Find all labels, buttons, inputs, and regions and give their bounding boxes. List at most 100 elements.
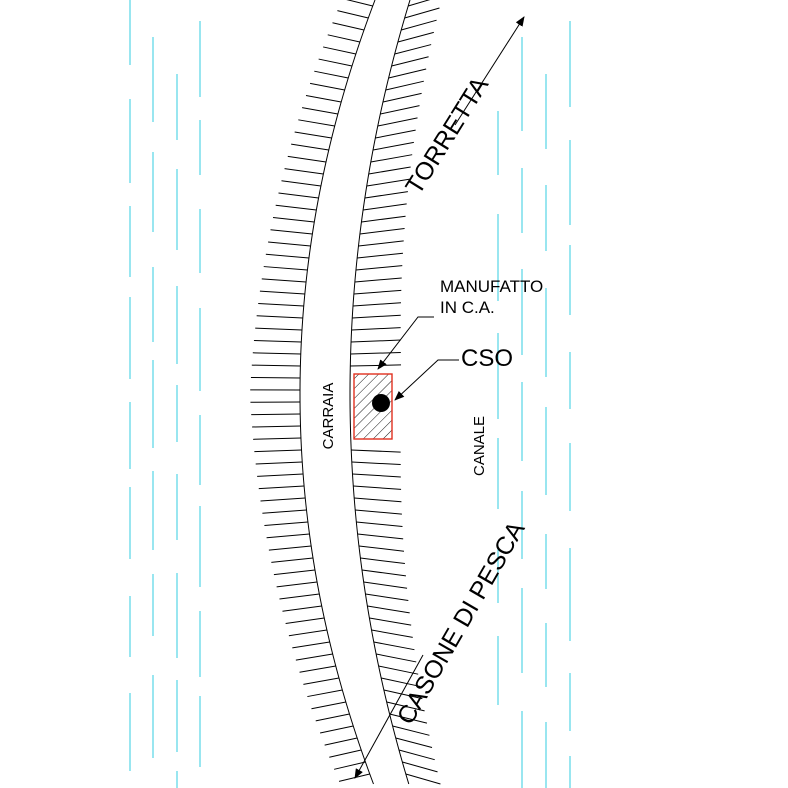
embankment-tick [314, 70, 349, 79]
embankment-tick [332, 22, 365, 31]
embankment-tick [377, 117, 418, 127]
road-edge-right [349, 0, 411, 785]
embankment-tick [363, 203, 407, 211]
embankment-tick [366, 178, 410, 187]
label-manufatto-line1: MANUFATTO [440, 277, 543, 296]
embankment-tick [282, 605, 322, 612]
embankment-tick [370, 154, 413, 163]
embankment-tick [404, 7, 440, 19]
embankment-tick [315, 713, 350, 722]
label-cso: CSO [461, 345, 513, 372]
water-lines-left [129, 0, 201, 788]
embankment-tick [350, 364, 402, 367]
embankment-tick [382, 92, 422, 103]
embankment-tick [279, 593, 320, 600]
embankment-tick [367, 605, 410, 614]
embankment-tick [329, 749, 362, 758]
embankment-tick [254, 449, 302, 453]
embankment-tick [260, 497, 306, 502]
embankment-tick [253, 339, 302, 343]
embankment-tick [261, 278, 307, 283]
manufatto-leader-line [377, 316, 434, 370]
embankment-tick [353, 485, 402, 490]
embankment-tick [257, 473, 304, 477]
embankment-tick [354, 497, 402, 503]
embankment-tick [307, 689, 343, 698]
embankment-tick [350, 351, 401, 355]
embankment-tick [252, 425, 301, 428]
embankment-tick [381, 677, 421, 687]
embankment-tick [285, 617, 325, 624]
embankment-tick [401, 19, 437, 31]
embankment-tick [251, 413, 301, 416]
label-torretta: TORRETTA [400, 72, 494, 199]
embankment-tick [276, 581, 318, 588]
embankment-tick [353, 289, 402, 295]
embankment-tick [398, 749, 435, 761]
embankment-tick [337, 10, 369, 19]
label-casone-di-pesca: CASONE DI PESCA [392, 516, 531, 729]
embankment-tick [375, 129, 416, 139]
embankment-tick [359, 228, 405, 235]
embankment-tick [373, 641, 415, 651]
embankment-tick [405, 773, 441, 785]
embankment-tick [292, 641, 330, 649]
embankment-tick [372, 141, 414, 151]
embankment-tick [291, 143, 329, 151]
embankment-tick [273, 569, 316, 576]
embankment-tick [391, 56, 429, 67]
embankment-tick [394, 44, 432, 55]
embankment-tick [356, 521, 403, 527]
embankment-tick [351, 327, 401, 331]
embankment-tick [266, 533, 310, 539]
embankment-tick [351, 449, 401, 453]
embankment-tick [360, 557, 405, 565]
embankment-tick [268, 241, 311, 247]
embankment-tick [318, 58, 353, 67]
embankment-tick [270, 229, 313, 235]
embankment-tick [327, 34, 360, 43]
embankment-tick [305, 94, 342, 103]
embankment-tick [258, 302, 304, 307]
embankment-tick [386, 701, 425, 712]
embankment-tick [395, 737, 433, 748]
embankment-tick [320, 725, 354, 734]
water-lines-right [497, 21, 571, 788]
embankment-tick [294, 131, 332, 139]
embankment-tick [252, 352, 301, 355]
label-manufatto-line2: IN C.A. [440, 298, 495, 317]
embankment-tick [324, 737, 358, 746]
embankment-tick [264, 521, 308, 527]
embankment-tick [323, 46, 356, 55]
embankment-tick [354, 277, 402, 283]
embankment-tick [351, 461, 401, 466]
embankment-tick [392, 725, 430, 736]
label-carraia: CARRAIA [320, 383, 337, 450]
embankment-tick [309, 82, 345, 91]
embankment-tick [287, 155, 327, 163]
embankment-tick [303, 677, 340, 685]
embankment-tick [355, 265, 403, 271]
road-edge-left [299, 0, 376, 785]
embankment-tick [346, 0, 373, 7]
embankment-tick [302, 107, 338, 115]
embankment-tick [369, 617, 412, 626]
embankment-tick [263, 266, 308, 271]
cso-leader-line [394, 359, 459, 401]
embankment-tick [275, 204, 317, 211]
embankment-tick [389, 713, 428, 724]
embankment-tick [288, 629, 327, 637]
embankment-tick [258, 485, 305, 490]
embankment-tick [378, 665, 419, 675]
embankment-tick [338, 773, 370, 782]
embankment-tick [397, 31, 434, 43]
embankment-tick [352, 302, 402, 307]
embankment-tick [402, 761, 438, 773]
casone-direction-arrow [354, 654, 424, 779]
embankment-tick [311, 701, 346, 710]
embankment-tick [358, 240, 404, 247]
embankment-tick [408, 0, 431, 7]
embankment-tick [351, 339, 401, 343]
embankment-tick [281, 180, 321, 187]
